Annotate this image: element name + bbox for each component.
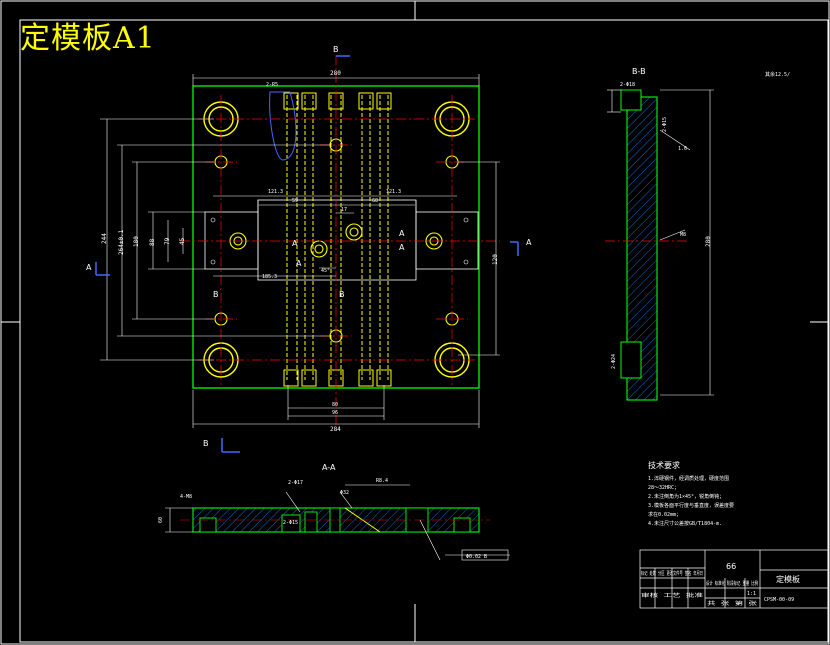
sec-b-dim-2phi15: 2-Φ15 (662, 117, 668, 132)
dim-top-width: 280 (330, 70, 341, 77)
section-b-label: B-B (632, 67, 646, 76)
tech-requirements: 技术要求 1.淬硬钢件，经调质处理，硬度范围 28～32HRC； 2.未注倒角为… (648, 460, 734, 527)
dim-88: 88 (149, 238, 156, 246)
dim-180: 180 (133, 236, 140, 247)
title-block-drawing-no: CPSM-00-09 (764, 597, 794, 603)
tech-req-line-4: 3.模板各面平行度与垂直度，误差度要 (648, 502, 734, 509)
sec-a-dim-60: 60 (158, 517, 164, 523)
sec-a-dim-4m8: 4-M8 (180, 494, 192, 500)
tech-req-line-6: 4.未注尺寸公差按GB/T1804-m. (648, 520, 722, 527)
title-block-scale-hint: 66 (726, 562, 736, 571)
tech-req-line-5: 求在0.02mm； (648, 511, 681, 518)
section-a-a-view: A-A 4-M8 2-Φ1 (158, 463, 510, 561)
title-block-row1: 标记 处数 分区 更改文件号 签名 年月日 (641, 570, 703, 577)
title-block-sheet: 共 张 第 张 (707, 600, 757, 607)
sec-b-dim-280: 280 (705, 236, 712, 247)
sec-a-dim-2phi17: 2-Φ17 (288, 480, 303, 486)
tech-req-heading: 技术要求 (648, 460, 680, 470)
view-mark-a-inner3: A (296, 259, 302, 268)
roughness-note: 其余12.5/ (765, 71, 790, 78)
dim-244: 244 (101, 233, 108, 244)
sec-b-dim-2phi18: 2-Φ18 (620, 82, 635, 88)
sec-b-dim-m8: M8 (680, 232, 686, 238)
sec-b-dim-1-6: 1.6 (678, 146, 687, 152)
tech-req-line-2: 28～32HRC； (648, 485, 679, 491)
title-block-row3: 审核 工艺 批准 (641, 592, 703, 599)
dim-45: 45 (179, 237, 186, 245)
view-mark-a-inner2: A (399, 229, 405, 238)
view-mark-b-mid2: B (339, 290, 345, 299)
dim-120: 120 (492, 254, 499, 265)
sec-a-tolerance-frame: Φ0.02 B (466, 554, 487, 560)
drawing-title: 定模板A1 (20, 21, 156, 56)
title-block-row2: 设计 标准化 阶段标记 重量 比例 (706, 580, 758, 587)
dim-121-right: 121.3 (386, 189, 401, 195)
dim-80: 80 (332, 402, 338, 408)
view-mark-a-right: A (526, 238, 532, 247)
dim-60: 60 (372, 198, 378, 204)
view-mark-b-top: B (333, 45, 339, 54)
dim-2r5: 2-R5 (266, 82, 278, 88)
view-mark-a-inner1: A (292, 239, 298, 248)
title-block-part-name: 定模板 (776, 574, 800, 584)
dim-264: 264±0.1 (118, 229, 125, 255)
view-mark-b-bottom: B (203, 439, 209, 448)
view-mark-b-mid1: B (213, 290, 219, 299)
section-a-label: A-A (322, 463, 336, 472)
dim-bottom-width: 284 (330, 426, 341, 433)
inner-frame (19, 19, 829, 643)
title-block (639, 549, 829, 609)
dim-79: 79 (164, 237, 171, 245)
sec-a-dim-r84: R8.4 (376, 478, 388, 484)
sec-a-dim-phi32: Φ32 (340, 490, 349, 496)
main-plan-view: B B A A A A A A B B 280 284 244 264±0.1 … (86, 45, 532, 453)
view-mark-a-left: A (86, 263, 92, 272)
dim-185: 185.3 (262, 274, 277, 280)
title-block-ratio: 1:1 (747, 591, 756, 597)
dim-96: 96 (332, 410, 338, 416)
sec-a-dim-2phi15: 2-Φ15 (283, 520, 298, 526)
section-b-b-view: B-B 其余12.5/ 2-Φ18 280 1.6 2-Φ15 (605, 67, 790, 401)
dim-121-left: 121.3 (268, 189, 283, 195)
sec-b-dim-2phi24: 2-Φ24 (611, 354, 617, 369)
view-mark-a-inner4: A (399, 243, 405, 252)
dim-59: 59 (292, 198, 298, 204)
tech-req-line-3: 2.未注倒角为1×45°，锐角倒钝； (648, 493, 724, 500)
tech-req-line-1: 1.淬硬钢件，经调质处理，硬度范围 (648, 475, 729, 482)
dim-17: 17 (341, 207, 347, 213)
dim-45deg: 45° (321, 268, 330, 274)
